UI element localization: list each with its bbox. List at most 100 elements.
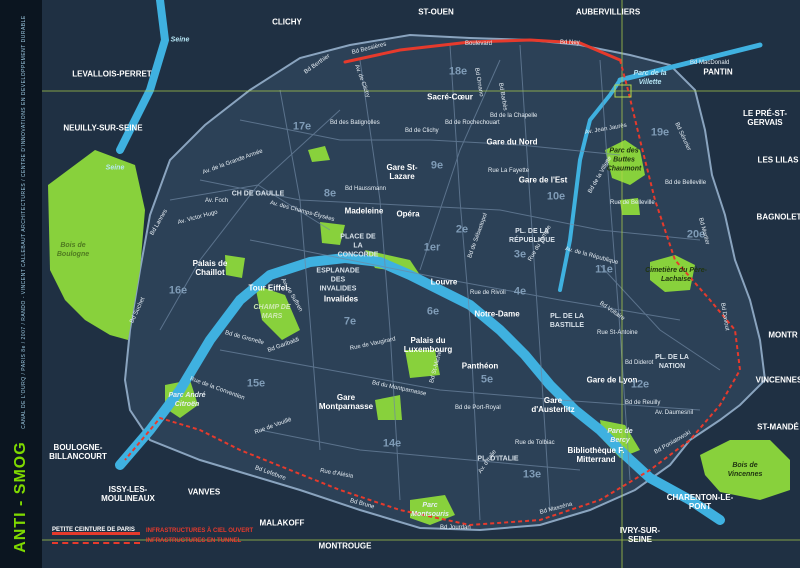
landmark-label: Gare de Lyon [586, 375, 638, 385]
arrondissement-label: 20e [686, 228, 706, 241]
landmark-label: PL. DE LA BASTILLE [549, 313, 585, 329]
park-label: Parc des Buttes Chaumont [606, 147, 642, 173]
landmark-label: CH DE GAULLE [231, 190, 285, 198]
arrondissement-label: 4e [513, 285, 527, 298]
landmark-label: PL. D'ITALIE [477, 455, 519, 463]
street-label: Bd de Port-Royal [455, 405, 501, 411]
legend-open-row: INFRASTRUCTURES À CIEL OUVERT [52, 528, 253, 538]
legend-tunnel-swatch [52, 542, 140, 544]
park-label: Cimetière du Père-Lachaise [645, 267, 707, 283]
commune-label: LEVALLOIS-PERRET [72, 69, 152, 79]
sidebar-title-block: ANTI - SMOG CANAL DE L'OURQ / PARIS 8e /… [12, 15, 30, 552]
park-label: Parc de la Villette [633, 70, 667, 86]
arrondissement-label: 6e [426, 305, 440, 318]
commune-label: LE PRÉ-ST-GERVAIS [742, 109, 787, 127]
landmark-label: Madeleine [344, 206, 384, 216]
legend: PETITE CEINTURE DE PARIS INFRASTRUCTURES… [52, 518, 253, 548]
street-label: Rue de Tolbiac [515, 440, 555, 446]
legend-tunnel-row: INFRASTRUCTURES EN TUNNEL [52, 538, 241, 548]
arrondissement-label: 13e [522, 468, 542, 481]
river-label: Seine [170, 36, 190, 44]
landmark-label: Tour Eiffel [248, 283, 288, 293]
grid-lines [42, 0, 800, 568]
street-label: Bd de Rochechouart [445, 120, 500, 126]
landmark-label: Panthéon [461, 361, 499, 371]
legend-title-row: PETITE CEINTURE DE PARIS [52, 518, 135, 533]
arrondissement-label: 5e [480, 373, 494, 386]
street-label: Av. Daumesnil [655, 410, 694, 416]
landmark-label: Gare de l'Est [518, 175, 568, 185]
bois-de-vincennes [700, 440, 790, 500]
landmark-label: PLACE DE LA CONCORDE [337, 233, 379, 259]
arrondissement-label: 14e [382, 437, 402, 450]
street-label: Bd Jourdan [440, 525, 471, 531]
green-16e [225, 255, 245, 278]
park-label: Bois de Vincennes [727, 462, 763, 478]
arrondissement-label: 3e [513, 248, 527, 261]
street-label: Rue de Belleville [610, 200, 655, 206]
arrondissement-label: 11e [595, 263, 613, 276]
sidebar: ANTI - SMOG CANAL DE L'OURQ / PARIS 8e /… [0, 0, 42, 568]
sidebar-credits: CANAL DE L'OURQ / PARIS 8e / 2007 / RAND… [21, 15, 27, 429]
landmark-label: Gare Montparnasse [318, 393, 374, 411]
commune-label: PANTIN [703, 67, 733, 77]
landmark-label: Invalides [323, 294, 359, 304]
legend-title: PETITE CEINTURE DE PARIS [52, 527, 135, 533]
commune-label: VANVES [187, 487, 221, 497]
street-label: Bd Ney [560, 40, 580, 46]
landmark-label: Gare d'Austerlitz [531, 396, 575, 414]
parc-buttes-chaumont [605, 140, 645, 185]
legend-open-label: INFRASTRUCTURES À CIEL OUVERT [146, 528, 254, 534]
commune-label: MONTR [768, 330, 798, 340]
street-label: Av. Foch [205, 198, 229, 204]
commune-label: AUBERVILLIERS [575, 7, 641, 17]
bois-de-boulogne [48, 150, 145, 340]
landmark-label: Louvre [430, 277, 458, 287]
landmark-label: Palais du Luxembourg [403, 336, 453, 354]
villette-marker [614, 84, 632, 98]
street-label: Bd MacDonald [690, 60, 730, 66]
seine-river [115, 253, 725, 525]
commune-label: ST-MANDÉ [757, 422, 799, 432]
arrondissement-label: 2e [455, 223, 469, 236]
green-19e [620, 198, 640, 215]
jardin-luxembourg [405, 350, 440, 378]
legend-open-swatch [52, 532, 140, 535]
commune-label: CLICHY [272, 17, 302, 27]
street-label: Bd des Batignolles [330, 120, 380, 126]
commune-label: ST-OUEN [418, 7, 454, 17]
street-label: Bd de Clichy [405, 128, 439, 134]
petite-ceinture-tunnel [124, 59, 742, 527]
landmark-label: Opéra [396, 209, 420, 219]
canal-ourcq [617, 42, 763, 83]
parc-monceau [308, 146, 330, 162]
sidebar-title: ANTI - SMOG [12, 441, 29, 553]
arrondissement-label: 8e [323, 187, 337, 200]
landmark-label: Notre-Dame [474, 309, 520, 319]
river-label: Seine [105, 164, 125, 172]
arrondissement-label: 10e [546, 190, 566, 203]
commune-label: MONTROUGE [318, 541, 372, 551]
commune-label: CHARENTON-LE-PONT [666, 493, 734, 511]
landmark-label: PL. DE LA NATION [655, 354, 689, 370]
paris-city-area [123, 33, 767, 532]
commune-label: LES LILAS [757, 155, 799, 165]
park-label: Parc Montsouris [411, 502, 449, 518]
street-label: Boulevard [465, 41, 493, 47]
landmark-label: Gare St-Lazare [386, 163, 418, 181]
parc-de-bercy [600, 420, 640, 458]
street-label: Bd de Reuilly [625, 400, 661, 406]
street-label: Rue St-Antoine [597, 330, 638, 336]
landmark-label: Sacré-Cœur [427, 92, 473, 102]
arrondissement-label: 12e [630, 378, 650, 391]
landmark-label: Bibliothèque F. Mitterrand [567, 446, 625, 464]
champ-de-mars [255, 285, 300, 340]
petite-ceinture-open [343, 38, 622, 64]
street-network [159, 44, 721, 521]
commune-label: IVRY-SUR-SEINE [619, 526, 661, 544]
street-label: Rue de Rivoli [470, 290, 506, 296]
arrondissement-label: 19e [650, 126, 670, 139]
arrondissement-label: 1er [423, 241, 441, 254]
landmark-label: PL. DE LA RÉPUBLIQUE [509, 228, 555, 244]
